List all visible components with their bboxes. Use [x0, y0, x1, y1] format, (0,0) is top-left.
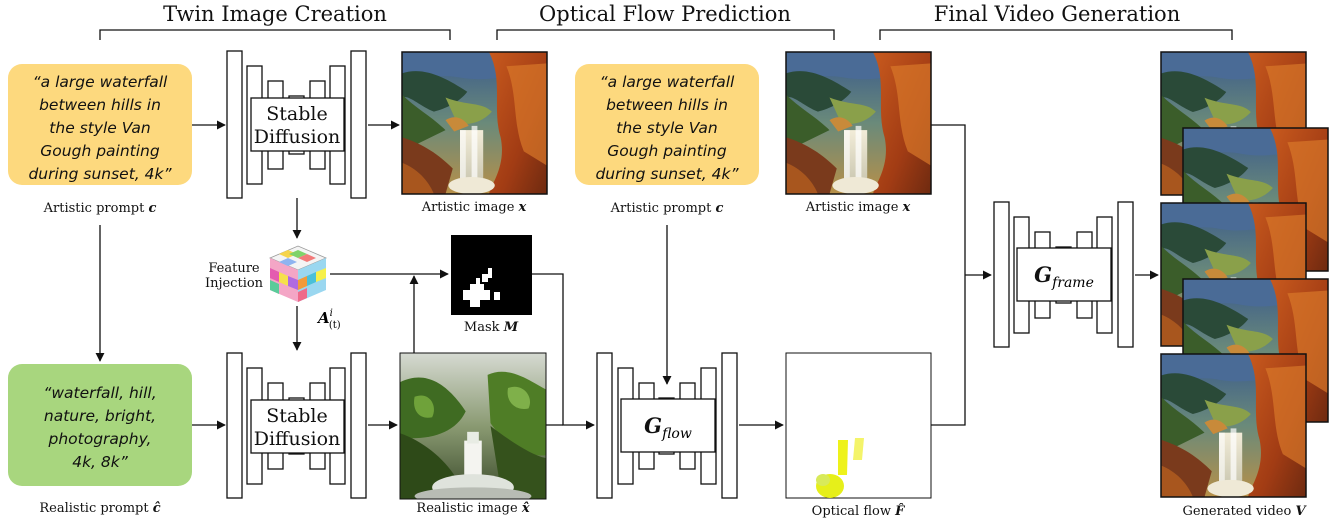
realistic-image [399, 352, 547, 500]
artistic-prompt-caption-2: Artistic prompt c [610, 201, 724, 216]
artistic-prompt-line: the style Van [616, 119, 717, 137]
stable-diffusion-top: Stable Diffusion [226, 50, 367, 199]
artistic-prompt-line: “a large waterfall [33, 73, 168, 91]
mask-image [451, 235, 532, 315]
artistic-prompt-line: Gough painting [40, 142, 160, 160]
generated-video-frames [1160, 51, 1329, 498]
connectors [95, 120, 1159, 430]
section-title-flow: Optical Flow Prediction [539, 2, 791, 26]
realistic-prompt-caption: Realistic prompt ĉ [39, 501, 160, 516]
artistic-prompt-line: between hills in [606, 96, 728, 114]
generated-video-caption: Generated video V [1182, 504, 1307, 519]
g-flow-network: Gflow [596, 352, 738, 499]
realistic-image-caption: Realistic image x̂ [416, 501, 529, 516]
optical-flow-image [785, 352, 932, 499]
g-frame-label: Gframe [1034, 262, 1094, 291]
sd-top-label: Diffusion [254, 126, 341, 148]
realistic-prompt-line: 4k, 8k” [72, 453, 129, 471]
video-frame [1160, 353, 1307, 498]
section-title-video: Final Video Generation [934, 2, 1180, 26]
realistic-prompt-line: nature, bright, [44, 407, 156, 425]
g-frame-network: Gframe [993, 201, 1134, 348]
feature-injection-label: Injection [205, 276, 264, 291]
stable-diffusion-bottom: Stable Diffusion [226, 352, 367, 499]
artistic-prompt-line: during sunset, 4k” [28, 165, 172, 183]
artistic-prompt-box-2: “a large waterfall between hills in the … [575, 64, 759, 185]
sd-top-label: Stable [266, 103, 327, 125]
artistic-prompt-line: between hills in [39, 96, 161, 114]
section-brackets [99, 29, 1233, 40]
artistic-image [401, 51, 548, 195]
artistic-prompt-box: “a large waterfall between hills in the … [8, 64, 192, 185]
mask-caption: Mask M [464, 320, 519, 335]
artistic-image-caption: Artistic image x [421, 200, 527, 215]
feature-injection-label: Feature [208, 261, 260, 276]
sd-bottom-label: Diffusion [254, 428, 341, 450]
attention-symbol: Ai(t) [316, 308, 341, 331]
section-title-twin: Twin Image Creation [163, 2, 387, 26]
feature-injection-cube-icon [268, 245, 328, 302]
optical-flow-caption: Optical flow F̂ [812, 503, 905, 519]
artistic-image-caption-2: Artistic image x [805, 200, 911, 215]
artistic-prompt-line: “a large waterfall [600, 73, 735, 91]
artistic-prompt-line: the style Van [49, 119, 150, 137]
realistic-prompt-box: “waterfall, hill, nature, bright, photog… [8, 364, 192, 486]
realistic-prompt-line: photography, [48, 430, 152, 448]
artistic-prompt-line: Gough painting [607, 142, 727, 160]
sd-bottom-label: Stable [266, 405, 327, 427]
realistic-prompt-line: “waterfall, hill, [43, 384, 156, 402]
g-flow-label: Gflow [644, 413, 692, 442]
artistic-image-2 [785, 51, 932, 195]
artistic-prompt-caption: Artistic prompt c [43, 201, 157, 216]
artistic-prompt-line: during sunset, 4k” [595, 165, 739, 183]
